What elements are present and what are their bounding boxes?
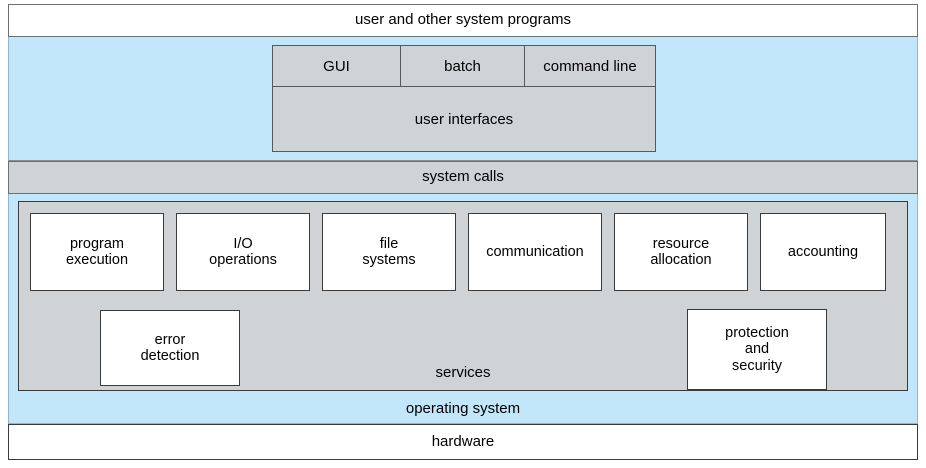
service-box-program-execution-line1: program — [69, 235, 124, 252]
layer-system-calls-label: system calls — [422, 168, 504, 186]
service-box-program-execution: program execution — [30, 213, 164, 291]
layer-user-programs: user and other system programs — [8, 4, 918, 37]
ui-cell-batch: batch — [401, 46, 525, 86]
ui-cell-batch-label: batch — [444, 57, 481, 75]
service-box-resource-allocation-line1: resource — [652, 235, 710, 252]
service-box-io-operations-line1: I/O — [233, 235, 253, 252]
user-interfaces-label: user interfaces — [414, 110, 514, 128]
user-interface-cells-row: GUI batch command line — [273, 46, 655, 87]
service-box-protection-and-security-line3: security — [732, 357, 782, 374]
service-box-accounting-line1: accounting — [787, 243, 859, 260]
user-interfaces-label-area: user interfaces — [273, 87, 655, 151]
user-interfaces-group: GUI batch command line user interfaces — [272, 45, 656, 152]
ui-cell-gui-label: GUI — [323, 57, 350, 75]
service-box-file-systems: file systems — [322, 213, 456, 291]
service-box-resource-allocation: resource allocation — [614, 213, 748, 291]
layer-operating-system-label: operating system — [405, 399, 521, 417]
layer-user-programs-label: user and other system programs — [355, 11, 571, 29]
ui-cell-command-line-label: command line — [543, 57, 637, 75]
service-box-accounting: accounting — [760, 213, 886, 291]
layer-hardware-label: hardware — [431, 432, 495, 450]
layer-hardware: hardware — [8, 424, 918, 460]
ui-cell-command-line: command line — [525, 46, 655, 86]
service-box-error-detection-line1: error — [154, 331, 186, 348]
service-box-protection-and-security-line1: protection — [725, 325, 789, 342]
service-box-resource-allocation-line2: allocation — [650, 252, 712, 268]
service-box-protection-and-security-line2: and — [744, 341, 770, 358]
service-box-error-detection-line2: detection — [140, 348, 200, 364]
service-box-io-operations: I/O operations — [176, 213, 310, 291]
service-box-program-execution-line2: execution — [65, 252, 129, 268]
services-panel-label: services — [435, 364, 491, 381]
service-box-communication: communication — [468, 213, 602, 291]
service-box-file-systems-line1: file — [379, 235, 399, 252]
layer-system-calls: system calls — [8, 161, 918, 194]
service-box-protection-and-security: protection and security — [687, 309, 827, 390]
ui-cell-gui: GUI — [273, 46, 401, 86]
service-box-error-detection: error detection — [100, 310, 240, 386]
service-box-io-operations-line2: operations — [209, 252, 277, 268]
service-box-file-systems-line2: systems — [362, 252, 416, 268]
layer-operating-system: operating system — [8, 394, 918, 424]
service-box-communication-line1: communication — [486, 243, 584, 260]
